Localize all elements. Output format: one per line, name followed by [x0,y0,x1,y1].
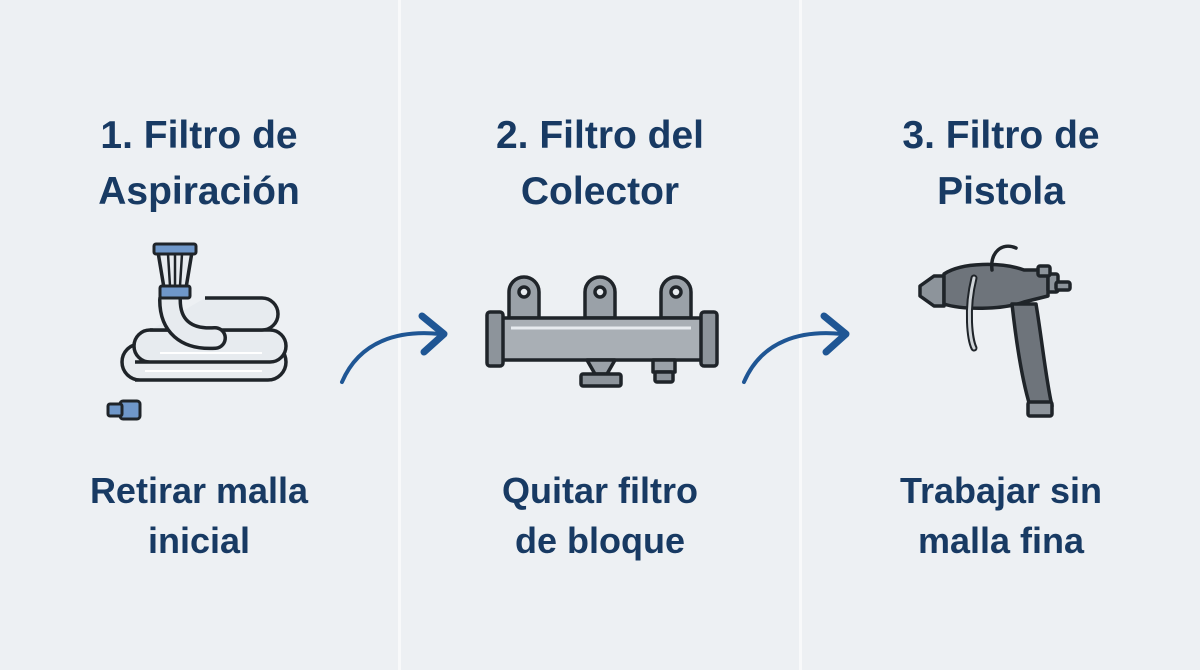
step-1-title-line2: Aspiración [98,170,300,213]
step-1-caption-line1: Retirar malla [89,470,309,511]
step-2-title-line2: Colector [520,170,680,213]
step-3-title: 3. Filtro de Pistola [802,108,1200,220]
step-1-caption-line2: inicial [147,520,251,561]
arrow-right-icon [742,312,850,384]
step-1-caption: Retirar malla inicial [0,466,398,566]
step-2-title-line1: 2. Filtro del [495,114,705,157]
suction-hose-filter-icon [106,242,288,421]
step-3-caption-line2: malla fina [917,520,1085,561]
manifold-filter-icon [485,275,719,388]
step-3-title-line2: Pistola [937,170,1065,213]
spray-gun-icon [918,244,1072,418]
step-3-title-line1: 3. Filtro de [902,114,1100,157]
step-1-panel: 1. Filtro de Aspiración [0,0,398,670]
step-2-caption-line1: Quitar filtro [502,470,698,511]
step-1-title-line1: 1. Filtro de [100,114,298,157]
step-3-panel: 3. Filtro de Pistola [802,0,1200,670]
step-2-caption-line2: de bloque [515,520,685,561]
arrow-right-icon [340,312,448,384]
step-3-caption: Trabajar sin malla fina [802,466,1200,566]
step-2-title: 2. Filtro del Colector [401,108,799,220]
step-2-caption: Quitar filtro de bloque [401,466,799,566]
step-1-title: 1. Filtro de Aspiración [0,108,398,220]
step-2-panel: 2. Filtro del Colector [401,0,799,670]
step-3-caption-line1: Trabajar sin [899,470,1103,511]
